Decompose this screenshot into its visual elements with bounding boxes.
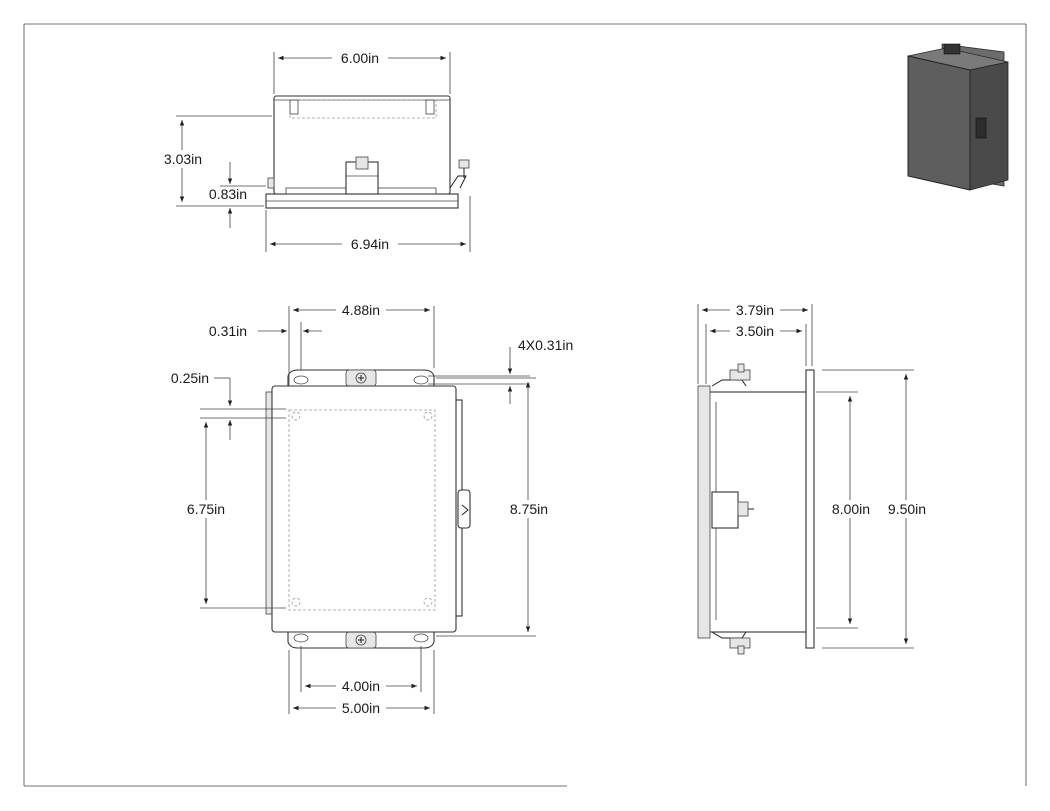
dim-front-vertical-offset: 0.25in — [171, 370, 209, 386]
dim-top-width: 6.00in — [341, 50, 379, 66]
side-view — [697, 302, 932, 655]
dim-front-inner-width: 4.00in — [342, 678, 380, 694]
dim-top-flange: 0.83in — [209, 186, 247, 202]
dim-side-body-depth: 3.50in — [736, 323, 774, 339]
dimension-labels: 6.00in 3.03in 0.83in 6.94in 4.88in 0.31i… — [164, 50, 926, 716]
dim-front-hole-spacing: 4.88in — [342, 302, 380, 318]
isometric-view — [907, 43, 1009, 191]
dim-side-overall-depth: 3.79in — [736, 302, 774, 318]
top-view — [160, 50, 471, 252]
dim-top-overall-width: 6.94in — [351, 236, 389, 252]
dim-front-hole-size: 4X0.31in — [518, 337, 573, 353]
dim-front-overall-height: 8.75in — [510, 501, 548, 517]
dim-front-vertical-spacing: 6.75in — [187, 501, 225, 517]
dim-side-overall-height: 9.50in — [888, 501, 926, 517]
dim-top-height: 3.03in — [164, 151, 202, 167]
dim-front-hole-offset: 0.31in — [209, 323, 247, 339]
dim-front-outer-width: 5.00in — [342, 700, 380, 716]
dim-side-body-height: 8.00in — [832, 501, 870, 517]
drawing-frame — [23, 23, 1027, 787]
front-view — [182, 302, 554, 716]
